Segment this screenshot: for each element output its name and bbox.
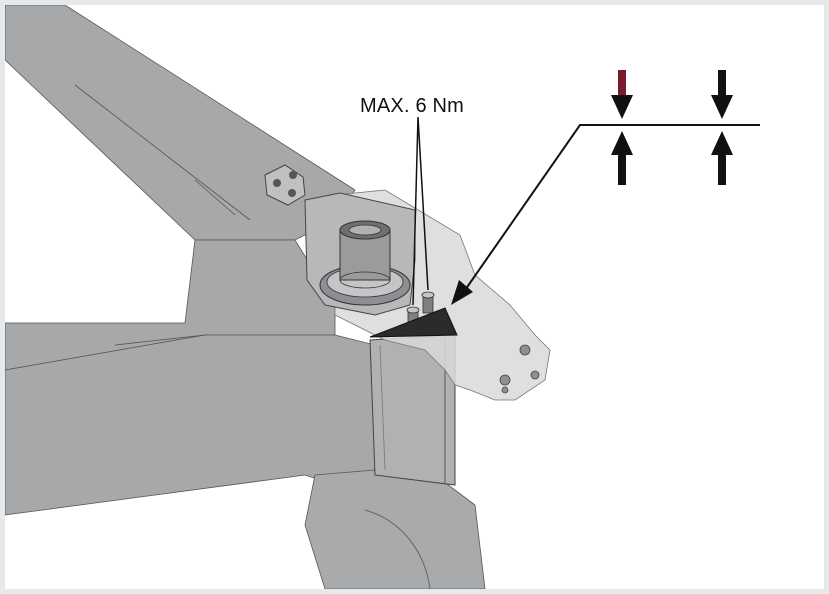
gap-arrows-right [711,70,733,185]
torque-leader-lines [412,116,429,306]
frame-illustration [5,5,760,589]
top-tube [5,5,356,241]
diagram-canvas: MAX. 6 Nm [5,5,824,589]
gap-arrows-left [611,70,633,185]
torque-spec-label: MAX. 6 Nm [360,95,465,117]
fork-blade [304,469,486,589]
gap-reference-line [462,124,760,294]
spacer-wedge [369,307,458,338]
stem-bolt-right [421,291,435,314]
gap-pointer-arrowhead [451,280,473,305]
